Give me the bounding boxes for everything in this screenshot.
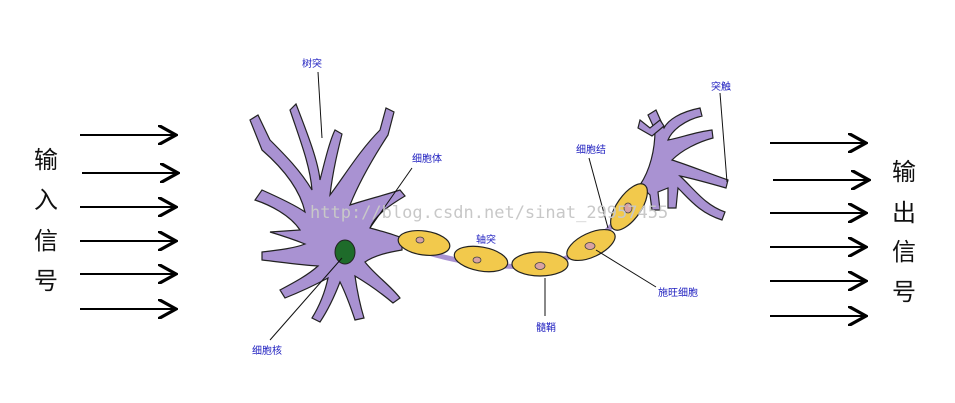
output-signal-label: 输 出 信 号 — [892, 158, 916, 306]
label-cell-body: 细胞体 — [412, 152, 442, 165]
svg-text:号: 号 — [34, 267, 58, 295]
output-arrows — [770, 143, 869, 316]
part-labels: 树突 细胞体 细胞结 突触 轴突 施旺细胞 髓鞘 细胞核 — [252, 57, 731, 357]
svg-text:输: 输 — [34, 146, 58, 174]
label-synapse: 突触 — [711, 80, 731, 93]
label-myelin: 髓鞘 — [536, 321, 556, 334]
svg-text:出: 出 — [892, 199, 916, 227]
label-axon: 轴突 — [476, 233, 496, 246]
label-dendrite: 树突 — [302, 57, 322, 70]
input-arrows — [80, 135, 178, 309]
leader-lines — [269, 71, 728, 341]
input-signal-label: 输 入 信 号 — [34, 146, 58, 295]
svg-text:信: 信 — [892, 238, 916, 266]
nucleus — [334, 239, 356, 265]
myelin-sheath — [397, 183, 648, 277]
schwann-nuclei — [415, 202, 633, 270]
svg-text:入: 入 — [34, 186, 58, 214]
svg-text:信: 信 — [34, 227, 58, 255]
svg-text:输: 输 — [892, 158, 916, 186]
svg-text:号: 号 — [892, 278, 916, 306]
watermark: http://blog.csdn.net/sinat_29957455 — [310, 203, 668, 223]
label-node: 细胞结 — [576, 143, 606, 156]
label-nucleus: 细胞核 — [252, 344, 282, 357]
label-schwann-cell: 施旺细胞 — [658, 286, 698, 299]
